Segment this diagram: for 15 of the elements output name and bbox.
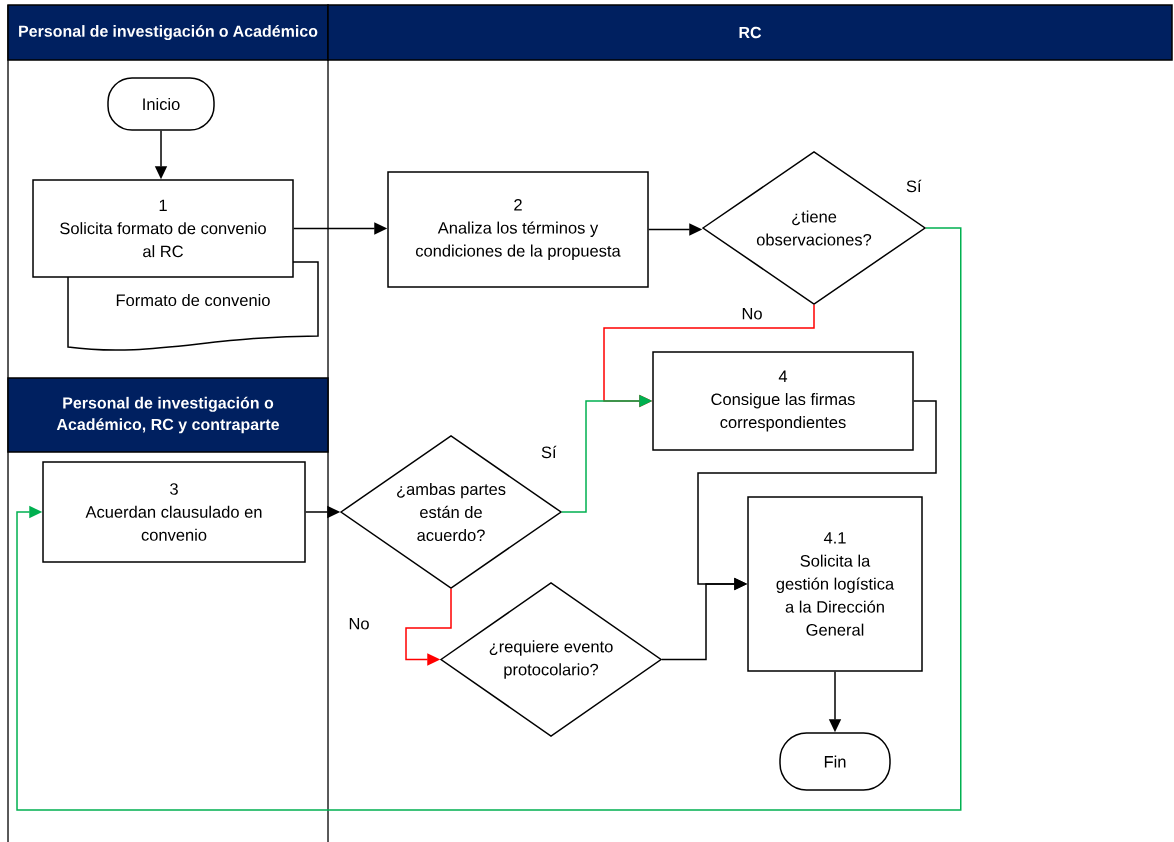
edge-label: Sí	[539, 444, 558, 460]
lane-header: Personal de investigación o Académico, RC y contraparte	[7, 377, 329, 453]
end-terminal: Fin	[779, 732, 891, 791]
process-box: 2 Analiza los términos y condiciones de la propuesta	[387, 171, 649, 288]
process-box: 4.1 Solicita la gestión logística a la Dirección General	[747, 496, 923, 672]
edge-label: Sí	[904, 178, 923, 194]
process-box: 3 Acuerdan clausulado en convenio	[42, 461, 306, 563]
arrow	[16, 227, 962, 811]
lane-header: Personal de investigación o Académico	[7, 4, 329, 61]
start-terminal: Inicio	[107, 77, 215, 131]
arrow	[405, 588, 452, 666]
edge-label: No	[347, 617, 371, 631]
edge-label: No	[740, 307, 764, 321]
process-box: 4 Consigue las firmas correspondientes	[652, 351, 914, 451]
process-box: 1 Solicita formato de convenio al RC	[32, 179, 294, 278]
